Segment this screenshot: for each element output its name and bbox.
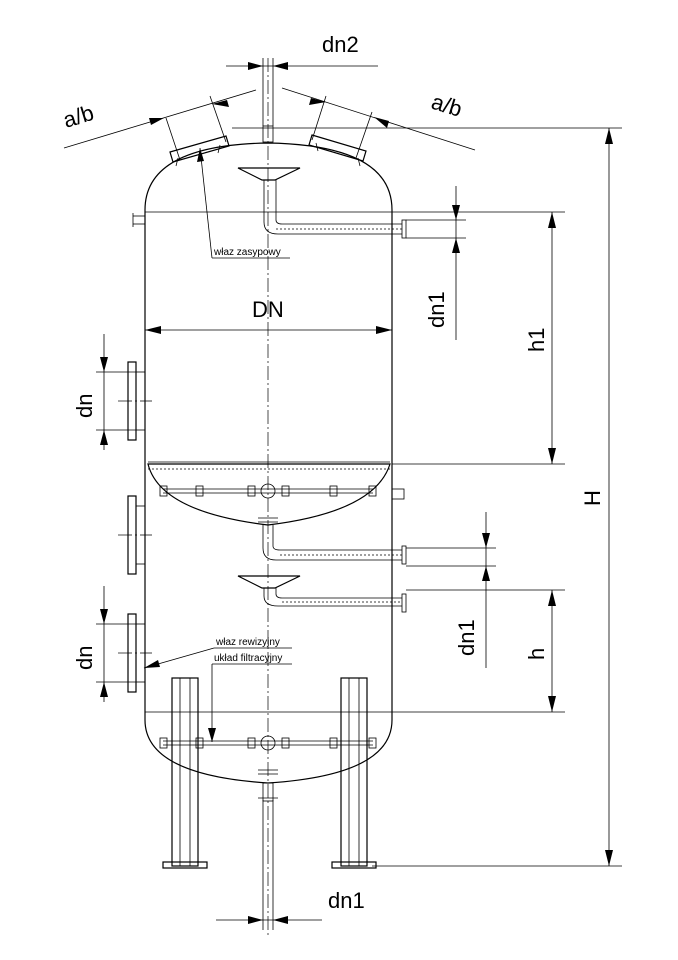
top-right-manhole [308,134,367,167]
left-leg [162,677,208,869]
vessel-shell [132,142,393,784]
dim-dn2 [226,58,378,126]
dim-dn-lower [96,586,136,702]
label-H: H [580,490,605,506]
callout-filtration-system-leader [208,663,292,742]
callout-fill-manhole-leader [197,147,290,259]
dim-DN [145,326,392,334]
right-leg [331,677,377,869]
middle-filter-plate [147,461,405,526]
left-upper-flange [118,361,152,441]
upper-distributor [237,167,407,239]
label-h: h [524,648,549,660]
label-dn-lower: dn [72,646,97,670]
label-ab-left: a/b [60,100,97,133]
label-DN: DN [252,297,284,322]
lower-distributor [237,575,407,613]
label-dn-upper: dn [72,394,97,418]
label-dn1-mid: dn1 [454,619,479,656]
dim-h [392,589,565,713]
dim-dn1-bottom [216,800,322,930]
callout-inspection-manhole: właz rewizyjny [215,637,280,648]
label-h1: h1 [524,328,549,352]
callout-filtration-system: układ filtracyjny [214,653,282,664]
callout-fill-manhole: właz zasypowy [213,247,281,258]
middle-outlet-pipe [262,525,407,565]
dim-dn-upper [96,334,136,450]
dim-dn1-mid [406,512,496,668]
dim-H [232,127,622,867]
label-dn2: dn2 [322,32,359,57]
callout-inspection-manhole-leader [143,647,292,669]
label-dn1-bottom: dn1 [328,888,365,913]
left-lower-flange [118,613,152,693]
label-ab-right: a/b [429,89,466,122]
dim-dn1-top [406,186,466,340]
left-middle-flange [118,495,152,575]
top-nozzle [262,125,274,143]
dim-ab-left [63,89,257,161]
dim-h1 [392,211,565,465]
dim-ab-right [281,87,476,159]
label-dn1-top: dn1 [424,291,449,328]
top-left-manhole [169,135,230,167]
